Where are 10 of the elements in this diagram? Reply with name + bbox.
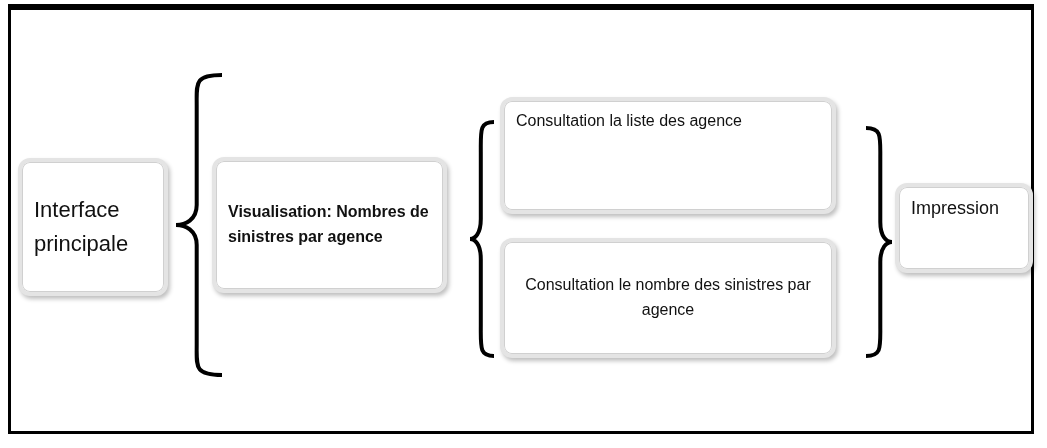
box-label: Interface principale [34, 195, 130, 258]
process-box [212, 157, 447, 293]
process-box [18, 158, 168, 296]
box-label: Consultation le nombre des sinistres par agence [524, 275, 812, 320]
box-label: Impression [911, 197, 1000, 220]
process-box [895, 183, 1033, 273]
process-box [500, 238, 836, 358]
box-label: Visualisation: Nombres de sinistres par agence [228, 202, 430, 247]
process-box [500, 97, 836, 214]
box-label: Consultation la liste des agence [516, 111, 742, 131]
